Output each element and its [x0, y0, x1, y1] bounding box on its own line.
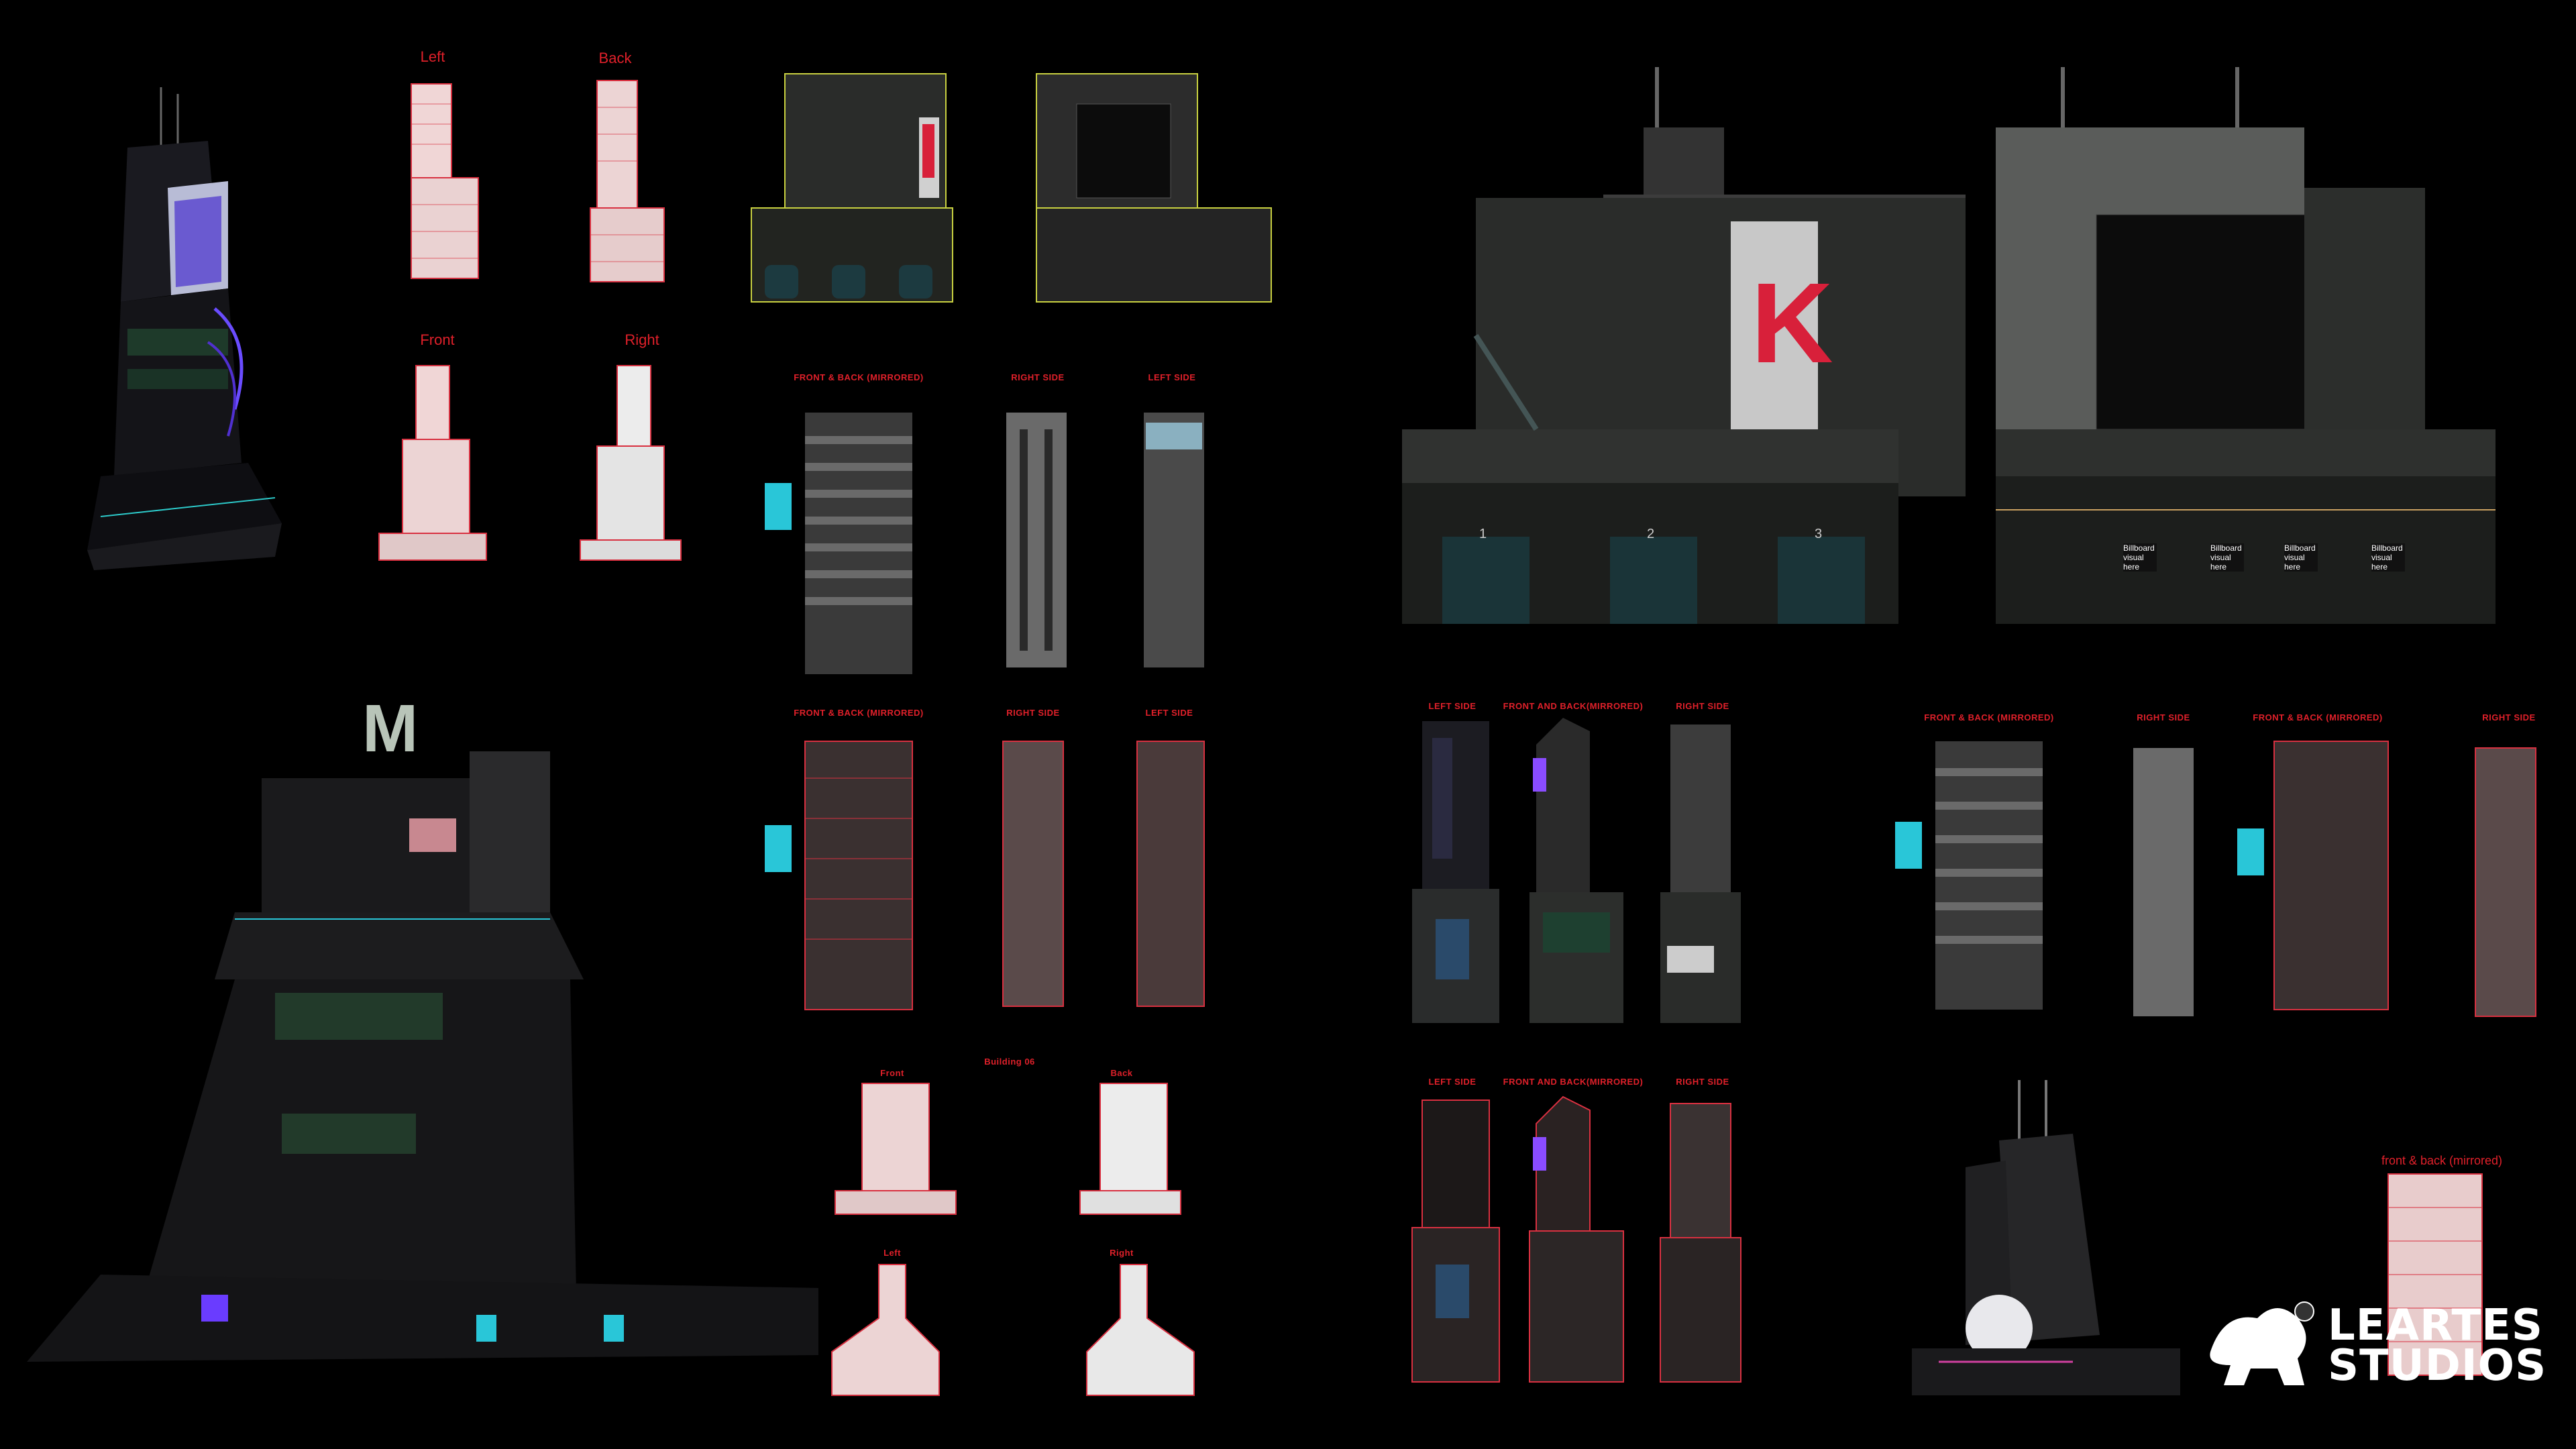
- leartes-lion-icon: [2210, 1301, 2314, 1385]
- label-front-back-mirrored-e1: FRONT & BACK (MIRRORED): [1924, 712, 2054, 722]
- billboard-3: Billboard visual here: [2284, 543, 2318, 572]
- label-front-and-back-mirrored-c: FRONT AND BACK(MIRRORED): [1503, 701, 1644, 711]
- billboard-1: Billboard visual here: [2123, 543, 2157, 572]
- tower-e-front: [1895, 741, 2043, 1010]
- label-front-back-mirrored-a: FRONT & BACK (MIRRORED): [794, 372, 924, 382]
- label-left-side-c: LEFT SIDE: [1428, 701, 1477, 711]
- label-front-back-mirrored-e2: FRONT & BACK (MIRRORED): [2253, 712, 2383, 722]
- tower-a-left: [1144, 413, 1204, 667]
- svg-text:M: M: [362, 691, 418, 766]
- tower-d-right: [1660, 1103, 1741, 1383]
- label-left-side-d: LEFT SIDE: [1428, 1077, 1477, 1087]
- b06-back: [1079, 1083, 1181, 1215]
- billboard-4: Billboard visual here: [2371, 543, 2405, 572]
- b06-right: [1086, 1264, 1195, 1396]
- label-front-b06: Front: [880, 1068, 904, 1078]
- label-right-side-b: RIGHT SIDE: [1006, 708, 1060, 718]
- tower-b-front: [765, 741, 913, 1010]
- tower-e-front-red: [2237, 741, 2389, 1010]
- tower-render-bottomright: [1912, 1080, 2180, 1395]
- label-right-side-d: RIGHT SIDE: [1676, 1077, 1729, 1087]
- tower-c-right: [1660, 724, 1741, 1023]
- tower-e-right: [2133, 748, 2194, 1016]
- tower-a-right: [1006, 413, 1067, 667]
- large-facade-front-drawing: K: [1402, 67, 1966, 624]
- large-facade-back-drawing: [1996, 67, 2496, 624]
- tower-render-bottomleft: M: [27, 691, 818, 1362]
- label-left-side-b: LEFT SIDE: [1145, 708, 1193, 718]
- tower-b-left: [1136, 741, 1205, 1007]
- tower-d-left: [1411, 1099, 1500, 1383]
- billboard-2: Billboard visual here: [2210, 543, 2244, 572]
- label-right-side-e2: RIGHT SIDE: [2482, 712, 2536, 722]
- label-left-side-a: LEFT SIDE: [1148, 372, 1196, 382]
- large-facade-front: K 1 2 3: [1402, 67, 1966, 624]
- label-right-side-a: RIGHT SIDE: [1011, 372, 1065, 382]
- b06-left: [831, 1264, 940, 1396]
- brand-line-1: LEARTES: [2328, 1301, 2543, 1350]
- label-front-and-back-mirrored-d: FRONT AND BACK(MIRRORED): [1503, 1077, 1644, 1087]
- label-left: Left: [420, 48, 445, 65]
- label-front-back-mirrored-lower: front & back (mirrored): [2381, 1154, 2503, 1167]
- tower-a-front: [765, 413, 912, 674]
- brand-line-2: STUDIOS: [2328, 1341, 2547, 1391]
- blueprint-right-view: [580, 365, 682, 561]
- label-back: Back: [598, 50, 632, 66]
- label-building-06: Building 06: [984, 1057, 1035, 1067]
- blueprint-back-view: [590, 80, 665, 282]
- tower-d-front: [1529, 1095, 1624, 1383]
- tower-c-front: [1529, 718, 1623, 1023]
- large-facade-back: Billboard visual here Billboard visual h…: [1996, 67, 2496, 624]
- label-right-side-c: RIGHT SIDE: [1676, 701, 1729, 711]
- tower-b-right: [1002, 741, 1064, 1007]
- label-right: Right: [625, 331, 659, 348]
- blueprint-bottomright: [2387, 1173, 2483, 1376]
- big-letter-k: K: [1751, 260, 1833, 387]
- label-right-b06: Right: [1110, 1248, 1134, 1258]
- small-facade-back: [1036, 73, 1272, 303]
- door-number-2: 2: [1647, 527, 1655, 541]
- tower-e-right-red: [2475, 747, 2536, 1017]
- small-facade-front: [751, 73, 953, 303]
- label-left-b06: Left: [883, 1248, 901, 1258]
- blueprint-left-view: [411, 83, 479, 279]
- tower-render-topleft: [87, 87, 282, 570]
- door-number-1: 1: [1479, 527, 1487, 541]
- label-front-back-mirrored-b: FRONT & BACK (MIRRORED): [794, 708, 924, 718]
- label-front: Front: [420, 331, 455, 348]
- tower-c-left: [1412, 721, 1499, 1023]
- door-number-3: 3: [1815, 527, 1823, 541]
- blueprint-front-view: [378, 365, 487, 561]
- label-back-b06: Back: [1110, 1068, 1133, 1078]
- b06-front: [835, 1083, 957, 1215]
- label-right-side-e1: RIGHT SIDE: [2137, 712, 2190, 722]
